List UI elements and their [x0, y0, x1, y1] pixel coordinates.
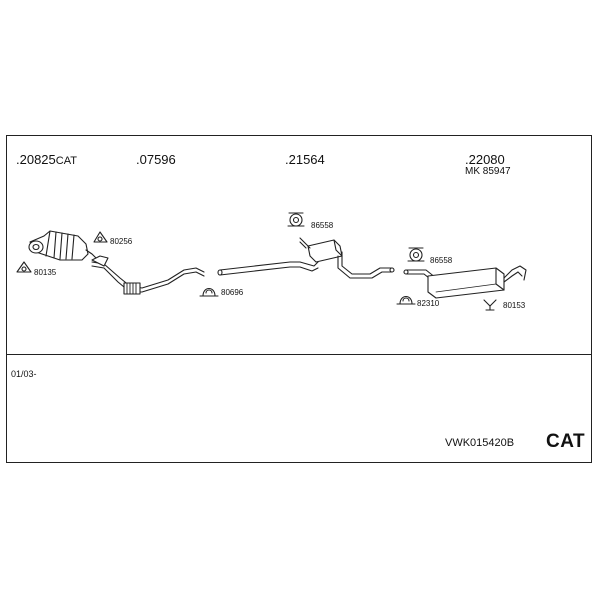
- part-number-catalytic: .20825CAT: [16, 152, 77, 167]
- label-80153: 80153: [503, 301, 526, 310]
- bracket-80153-icon[interactable]: [483, 299, 497, 311]
- part-number-rear-kit: MK 85947: [465, 166, 511, 177]
- label-82310: 82310: [417, 299, 440, 308]
- clamp-80696-icon[interactable]: [199, 287, 219, 297]
- middle-silencer[interactable]: [299, 237, 395, 279]
- part-number-rear: .22080: [465, 152, 505, 167]
- middle-pipe[interactable]: [217, 261, 319, 276]
- cat-badge: CAT: [546, 431, 586, 452]
- diagram-frame: [6, 135, 592, 463]
- kit-code: VWK015420B: [445, 437, 515, 449]
- rear-silencer[interactable]: [427, 265, 527, 299]
- hanger-86558b-icon[interactable]: [407, 247, 425, 262]
- front-pipe[interactable]: [91, 255, 205, 295]
- gasket-80135-icon[interactable]: [16, 261, 32, 273]
- part-number-front-pipe: .07596: [136, 152, 176, 167]
- label-80135: 80135: [34, 268, 57, 277]
- label-80256: 80256: [110, 237, 133, 246]
- label-86558-middle: 86558: [311, 221, 334, 230]
- part-number-middle: .21564: [285, 152, 325, 167]
- part-number-catalytic-number: .20825: [16, 152, 56, 167]
- part-number-catalytic-suffix: CAT: [55, 155, 77, 167]
- clamp-82310-icon[interactable]: [396, 295, 416, 305]
- label-86558-rear: 86558: [430, 256, 453, 265]
- date-range: 01/03-: [11, 369, 37, 379]
- label-80696: 80696: [221, 288, 244, 297]
- hanger-86558a-icon[interactable]: [287, 212, 305, 227]
- frame-divider: [6, 354, 592, 355]
- catalytic-converter[interactable]: [28, 230, 97, 261]
- gasket-80256-icon[interactable]: [93, 231, 108, 243]
